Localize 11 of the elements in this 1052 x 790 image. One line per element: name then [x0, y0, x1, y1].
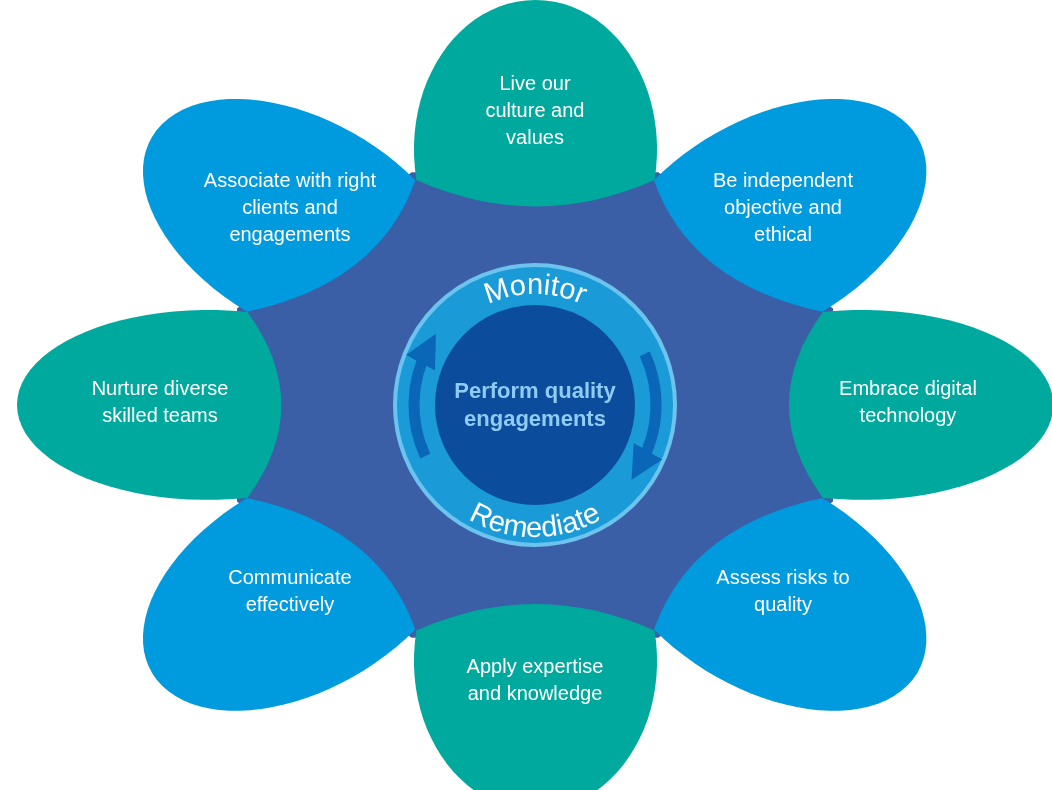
- center-label: Perform quality engagements: [453, 377, 617, 433]
- ring-label: Remediate: [465, 495, 605, 544]
- petal-label: Be independent objective and ethical: [711, 167, 855, 247]
- petal-label: Associate with right clients and engagements: [202, 167, 378, 247]
- petal-label: Communicate effectively: [227, 565, 353, 617]
- petal-label: Embrace digital technology: [838, 376, 978, 428]
- petal-label: Apply expertise and knowledge: [465, 654, 605, 706]
- petal-label: Nurture diverse skilled teams: [90, 376, 230, 428]
- petal-label: Live our culture and values: [484, 70, 586, 150]
- petal-label: Assess risks to quality: [715, 565, 851, 617]
- ring-label: Monitor: [479, 268, 592, 310]
